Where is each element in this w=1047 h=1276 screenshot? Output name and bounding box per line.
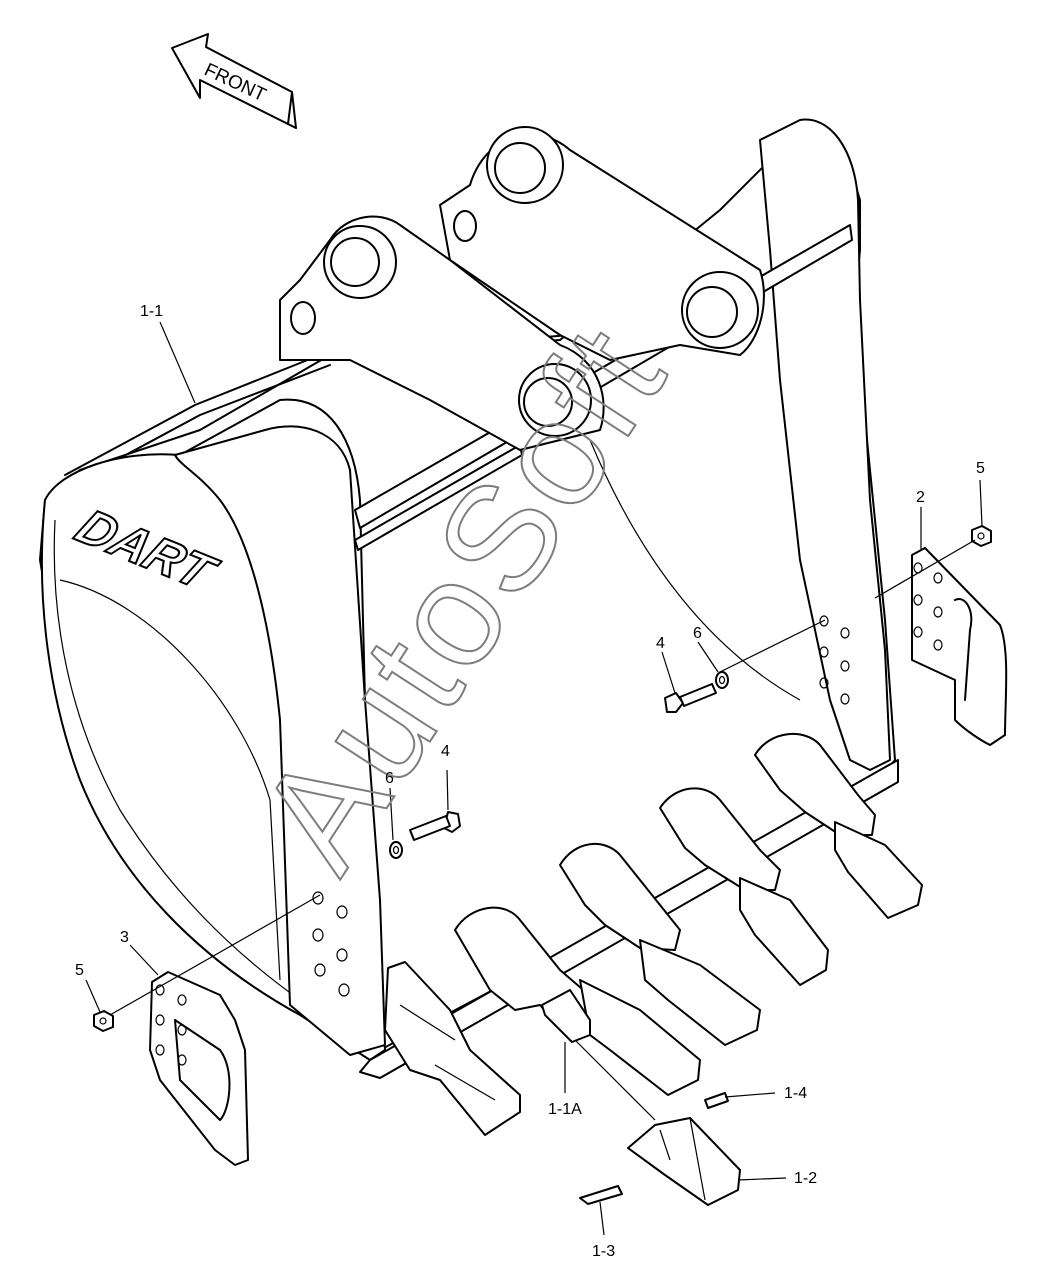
- label-6-right: 6: [693, 625, 702, 642]
- label-4-left: 4: [441, 743, 450, 760]
- label-1-3: 1-3: [592, 1243, 615, 1260]
- tooth-3: [559, 842, 761, 1046]
- tooth-4: [659, 787, 829, 986]
- bucket-teeth: [384, 732, 923, 1136]
- tooth-1: [384, 961, 521, 1136]
- front-arrow: FRONT: [171, 33, 297, 129]
- label-1-1a: 1-1A: [548, 1101, 582, 1118]
- tooth-5: [754, 732, 923, 919]
- label-6-left: 6: [385, 770, 394, 787]
- washer-6-left: [389, 841, 403, 859]
- part-labels: 1-1 1-1A 1-2 1-3 1-4 2 3 4 4 5 5 6 6: [75, 303, 985, 1260]
- bolt-4-right: [664, 683, 717, 713]
- label-5-left: 5: [75, 962, 84, 979]
- label-5-right: 5: [976, 460, 985, 477]
- label-1-2: 1-2: [794, 1170, 817, 1187]
- label-2: 2: [916, 489, 925, 506]
- washer-6-right: [715, 671, 729, 689]
- adapter-1-1a: [541, 989, 591, 1043]
- label-3: 3: [120, 929, 129, 946]
- bolt-holes-left: [312, 891, 350, 997]
- label-4-right: 4: [656, 635, 665, 652]
- nut-5-right: [971, 525, 992, 547]
- leader-lines: [85, 321, 983, 1236]
- bolt-holes-right: [819, 615, 850, 705]
- tooth-point-1-2: [627, 1117, 741, 1206]
- side-cutter-2: [911, 547, 1008, 746]
- bolt-4-left: [409, 811, 461, 841]
- pin-1-4: [704, 1092, 729, 1109]
- lock-pin-1-3: [579, 1185, 623, 1205]
- label-1-4: 1-4: [784, 1085, 807, 1102]
- nut-5-left: [93, 1010, 114, 1032]
- side-cutter-3: [149, 971, 249, 1166]
- label-1-1: 1-1: [140, 303, 163, 320]
